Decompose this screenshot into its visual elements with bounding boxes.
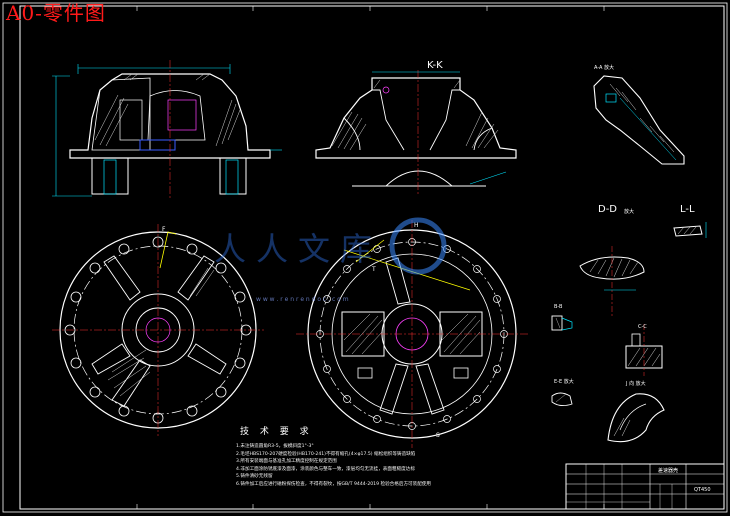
- kk-view-label: K-K: [427, 60, 443, 71]
- title-block: [565, 463, 725, 510]
- tech-requirement-item: 4.非加工面涂防锈底漆及面漆，涂装颜色与整车一致，漆层均匀无流挂，表面粗糙度达标: [236, 466, 415, 472]
- bb-view-label: B-B: [554, 304, 563, 310]
- dd-view-label: D-D: [598, 204, 618, 215]
- section-h-mark: H: [414, 222, 419, 229]
- sheet-title: A0-零件图: [6, 1, 106, 25]
- kk-section-view: [315, 70, 517, 196]
- aa-detail-view: [593, 75, 685, 165]
- j-view-label: J 向 放大: [626, 381, 646, 387]
- tech-requirement-item: 5.铸件清砂无残留: [236, 474, 273, 480]
- bb-detail-view: [551, 315, 573, 331]
- tech-requirement-item: 3.所有安装端面与基准孔加工精度控制在规定范围: [236, 459, 337, 465]
- section-t-mark: T: [372, 266, 376, 273]
- cc-view-label: C-C: [638, 324, 647, 330]
- title-block-part-name: 差速器壳: [658, 468, 679, 474]
- front-view: [52, 60, 282, 200]
- tech-requirement-item: 1.未注铸造圆角R3-5，拔模斜度1°-3°: [236, 444, 314, 449]
- title-block-material: QT450: [694, 487, 711, 493]
- aa-view-label: A-A 放大: [594, 65, 615, 71]
- ee-detail-view: [551, 392, 573, 407]
- tech-requirements: 技 术 要 求 1.未注铸造圆角R3-5，拔模斜度1°-3° 2.毛坯HBS17…: [236, 424, 566, 489]
- watermark-url: w w w . r e n r e n d o c . c o m: [256, 296, 349, 303]
- cc-detail-view: [625, 324, 663, 376]
- left-plan-view: [52, 224, 264, 436]
- dd-detail-view: [579, 246, 645, 318]
- tech-requirement-item: 6.铸件加工后应进行磁粉探伤检查，不得有裂纹，按GB/T 9444-2019 检…: [236, 481, 432, 487]
- ll-detail-view: [673, 222, 707, 238]
- tech-requirements-title: 技 术 要 求: [240, 427, 313, 437]
- ee-view-label: E-E 放大: [554, 379, 574, 385]
- j-detail-view: [607, 393, 665, 443]
- watermark-text: 人人文库: [214, 230, 383, 268]
- inner-frame: [19, 5, 725, 510]
- tech-requirement-item: 2.毛坯HBS170-207硬度检验(HB170-241)不得有缩孔(4×φ17…: [236, 451, 416, 457]
- section-f-mark: F: [162, 226, 166, 233]
- center-plan-view: [296, 220, 528, 448]
- watermark-logo: [389, 217, 447, 275]
- section-s-mark: S: [436, 432, 440, 439]
- ll-view-label: L-L: [680, 204, 695, 215]
- dd-scale-label: 放大: [624, 209, 635, 215]
